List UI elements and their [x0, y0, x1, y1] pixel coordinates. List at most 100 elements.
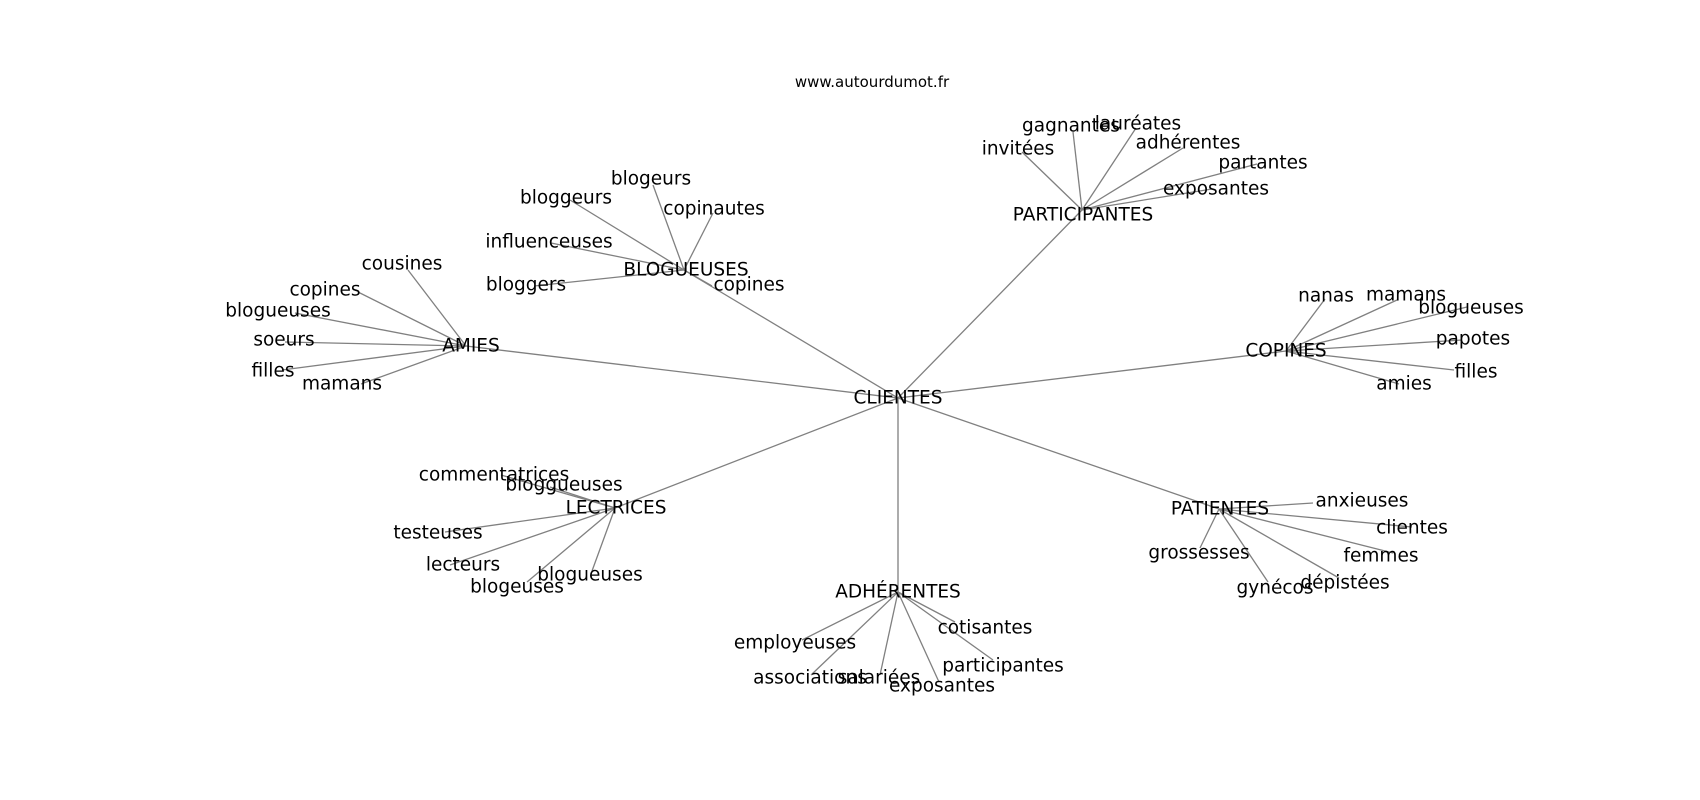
- leaf-node-adherentes-1: participantes: [942, 656, 1063, 677]
- edge-amies-5: [360, 345, 467, 385]
- edge-adherentes-0: [897, 591, 956, 623]
- leaf-node-lectrices-3: lecteurs: [426, 555, 500, 576]
- leaf-node-adherentes-0: cotisantes: [938, 618, 1033, 639]
- edge-amies-3: [284, 341, 467, 347]
- cluster-node-adherentes: ADHÉRENTES: [835, 581, 961, 603]
- edge-clientes-participantes: [897, 209, 1083, 399]
- leaf-node-copines-4: filles: [1455, 362, 1498, 383]
- edge-patientes-4: [1199, 508, 1220, 549]
- edge-copines-5: [1285, 350, 1400, 385]
- leaf-node-lectrices-0: commentatrices: [419, 465, 569, 486]
- leaf-node-amies-4: filles: [252, 361, 295, 382]
- leaf-node-blogueuses-1: bloggeurs: [520, 188, 612, 209]
- edge-copines-0: [1285, 298, 1326, 352]
- edge-adherentes-4: [810, 591, 899, 676]
- leaf-node-amies-1: copines: [289, 280, 360, 301]
- leaf-node-amies-0: cousines: [362, 254, 443, 275]
- edge-participantes-3: [1081, 147, 1184, 211]
- leaf-node-lectrices-2: testeuses: [393, 523, 482, 544]
- edge-adherentes-5: [801, 591, 899, 641]
- leaf-node-participantes-2: lauréates: [1095, 114, 1181, 135]
- edge-amies-1: [357, 291, 467, 347]
- leaf-node-participantes-5: exposantes: [1163, 179, 1269, 200]
- edge-clientes-patientes: [897, 397, 1220, 510]
- leaf-node-patientes-3: dépistées: [1300, 573, 1389, 594]
- leaf-node-adherentes-3: salariées: [838, 668, 921, 689]
- leaf-node-participantes-1: gagnantes: [1022, 116, 1120, 137]
- cluster-node-lectrices: LECTRICES: [566, 498, 667, 519]
- edge-clientes-amies: [465, 345, 899, 399]
- edge-blogueuses-0: [652, 184, 685, 271]
- leaf-node-participantes-3: adhérentes: [1136, 133, 1241, 154]
- leaf-node-patientes-2: femmes: [1344, 546, 1419, 567]
- edge-blogueuses-1: [569, 199, 685, 271]
- cluster-node-patientes: PATIENTES: [1171, 499, 1269, 520]
- leaf-node-copines-3: papotes: [1436, 329, 1510, 350]
- edge-lectrices-1: [549, 486, 616, 509]
- leaf-node-blogueuses-2: copinautes: [663, 199, 764, 220]
- edge-patientes-3: [1218, 508, 1340, 579]
- edge-copines-2: [1285, 306, 1468, 352]
- edge-patientes-1: [1218, 508, 1413, 528]
- leaf-node-blogueuses-0: blogeurs: [611, 169, 691, 190]
- edge-participantes-1: [1072, 131, 1083, 211]
- edge-patientes-5: [1218, 508, 1269, 583]
- leaf-node-lectrices-5: blogeuses: [470, 577, 564, 598]
- cluster-node-participantes: PARTICIPANTES: [1013, 205, 1153, 226]
- center-node-clientes: CLIENTES: [854, 388, 943, 409]
- edge-patientes-2: [1218, 508, 1394, 554]
- edge-lectrices-5: [526, 507, 616, 583]
- leaf-node-copines-1: mamans: [1366, 285, 1446, 306]
- edge-copines-1: [1285, 299, 1398, 352]
- leaf-node-adherentes-2: exposantes: [889, 676, 995, 697]
- edges: [281, 127, 1468, 683]
- edge-adherentes-1: [897, 591, 994, 661]
- edge-blogueuses-2: [683, 212, 714, 271]
- leaf-node-amies-2: blogueuses: [225, 301, 330, 322]
- edge-participantes-5: [1081, 188, 1213, 211]
- leaf-node-blogueuses-4: bloggers: [486, 275, 566, 296]
- leaf-node-lectrices-1: bloggueuses: [505, 475, 622, 496]
- leaf-node-patientes-4: grossesses: [1148, 543, 1249, 564]
- cluster-node-blogueuses: BLOGUEUSES: [623, 260, 748, 281]
- leaf-node-copines-2: blogueuses: [1418, 298, 1523, 319]
- edge-clientes-blogueuses: [683, 269, 899, 399]
- leaf-node-amies-5: mamans: [302, 374, 382, 395]
- leaf-node-blogueuses-3: influenceuses: [485, 232, 612, 253]
- edge-lectrices-4: [591, 507, 616, 572]
- leaf-node-copines-5: amies: [1376, 374, 1432, 395]
- leaf-node-patientes-0: anxieuses: [1316, 491, 1409, 512]
- edge-participantes-0: [1021, 151, 1083, 211]
- edge-blogueuses-4: [533, 269, 685, 287]
- edge-copines-4: [1285, 350, 1455, 371]
- cluster-node-copines: COPINES: [1245, 341, 1326, 362]
- edge-clientes-lectrices: [614, 397, 899, 509]
- edge-blogueuses-3: [550, 242, 685, 271]
- leaf-node-patientes-5: gynécos: [1237, 578, 1314, 599]
- leaf-node-blogueuses-5: copines: [713, 275, 784, 296]
- edge-copines-3: [1285, 339, 1463, 352]
- edge-patientes-0: [1218, 502, 1314, 510]
- cluster-node-amies: AMIES: [442, 336, 500, 357]
- leaf-node-lectrices-4: blogueuses: [537, 565, 642, 586]
- edge-participantes-2: [1081, 127, 1137, 211]
- leaf-node-adherentes-5: employeuses: [734, 633, 856, 654]
- edge-lectrices-2: [444, 507, 616, 533]
- edge-blogueuses-5: [683, 269, 713, 287]
- edge-amies-4: [281, 345, 467, 371]
- edge-amies-2: [294, 312, 467, 347]
- leaf-node-amies-3: soeurs: [253, 330, 314, 351]
- leaf-node-participantes-0: invitées: [982, 139, 1055, 160]
- leaf-node-adherentes-4: associations: [753, 668, 867, 689]
- edge-amies-0: [407, 269, 467, 347]
- edge-adherentes-3: [879, 591, 899, 676]
- edge-lectrices-3: [449, 507, 616, 566]
- leaf-node-participantes-4: partantes: [1218, 153, 1307, 174]
- leaf-node-patientes-1: clientes: [1376, 518, 1448, 539]
- site-credit: www.autourdumot.fr: [795, 73, 950, 91]
- leaf-node-copines-0: nanas: [1298, 286, 1354, 307]
- labels: CLIENTESAMIEScousinescopinesblogueusesso…: [225, 114, 1523, 697]
- edge-participantes-4: [1081, 163, 1258, 211]
- edge-clientes-copines: [897, 350, 1287, 399]
